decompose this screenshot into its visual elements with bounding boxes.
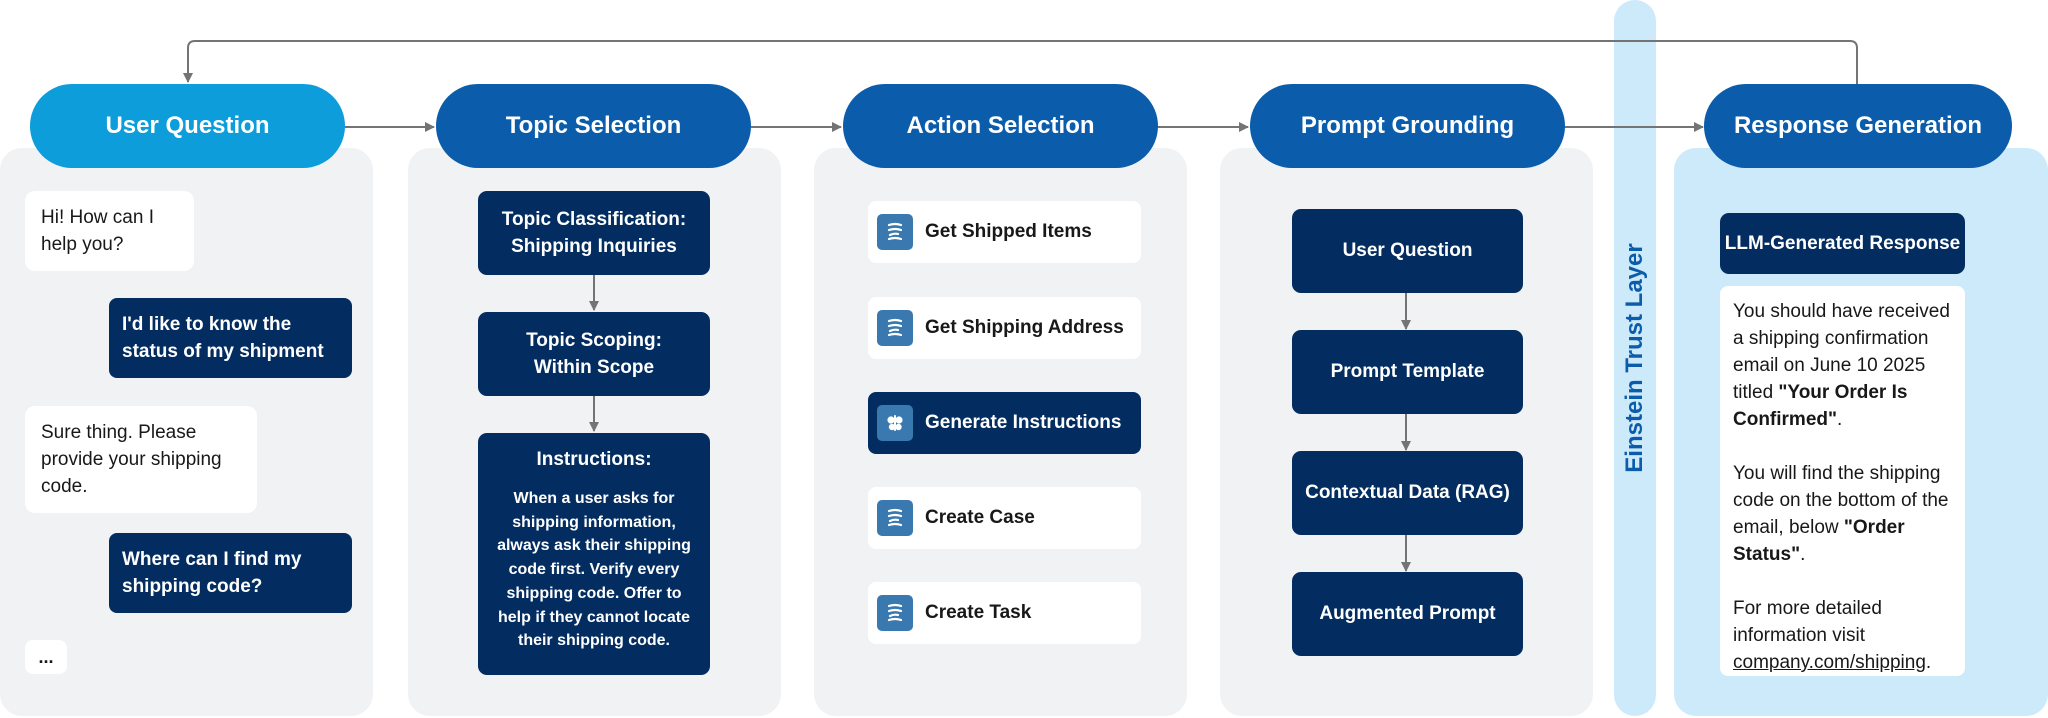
stage-user-question: User Question — [30, 84, 345, 168]
llm-response-header: LLM-Generated Response — [1720, 213, 1965, 274]
stage-action-selection: Action Selection — [843, 84, 1158, 168]
agent-request-bubble: Sure thing. Please provide your shipping… — [25, 406, 257, 513]
topic-classification-text: Topic Classification: Shipping Inquiries — [501, 209, 687, 257]
flow-icon — [877, 500, 913, 536]
loop-arrow — [183, 40, 1858, 84]
stage-topic-selection: Topic Selection — [436, 84, 751, 168]
grounding-prompt-template: Prompt Template — [1292, 330, 1523, 414]
grounding-contextual-data: Contextual Data (RAG) — [1292, 451, 1523, 535]
action-generate-instructions[interactable]: Generate Instructions — [868, 392, 1141, 454]
action-label: Get Shipped Items — [925, 221, 1092, 242]
prompt-icon — [877, 405, 913, 441]
stage-prompt-grounding: Prompt Grounding — [1250, 84, 1565, 168]
action-get-shipped-items[interactable]: Get Shipped Items — [868, 201, 1141, 263]
shipping-link[interactable]: company.com/shipping — [1733, 652, 1926, 673]
response-paragraph-3: For more detailed information visit comp… — [1733, 598, 1932, 673]
response-paragraph-2: You will find the shipping code on the b… — [1733, 463, 1949, 565]
action-label: Generate Instructions — [925, 412, 1122, 433]
response-paragraph-1: You should have received a shipping conf… — [1733, 301, 1950, 430]
stage-response-generation: Response Generation — [1704, 84, 2012, 168]
flow-icon — [877, 310, 913, 346]
einstein-trust-layer — [1614, 0, 1656, 716]
instructions-body: When a user asks for shipping informatio… — [497, 490, 691, 650]
instructions-title: Instructions: — [536, 449, 652, 470]
topic-classification-box: Topic Classification: Shipping Inquiries — [478, 191, 710, 275]
topic-scoping-text: Topic Scoping: Within Scope — [526, 330, 662, 378]
action-get-shipping-address[interactable]: Get Shipping Address — [868, 297, 1141, 359]
grounding-augmented-prompt: Augmented Prompt — [1292, 572, 1523, 656]
action-label: Get Shipping Address — [925, 317, 1124, 338]
flow-icon — [877, 214, 913, 250]
user-status-bubble: I'd like to know the status of my shipme… — [109, 298, 352, 378]
action-create-task[interactable]: Create Task — [868, 582, 1141, 644]
flow-icon — [877, 595, 913, 631]
topic-instructions-box: Instructions: When a user asks for shipp… — [478, 433, 710, 675]
action-label: Create Case — [925, 507, 1035, 528]
topic-scoping-box: Topic Scoping: Within Scope — [478, 312, 710, 396]
grounding-user-question: User Question — [1292, 209, 1523, 293]
agent-greeting-bubble: Hi! How can I help you? — [25, 191, 194, 271]
user-question-bubble: Where can I find my shipping code? — [109, 533, 352, 613]
action-create-case[interactable]: Create Case — [868, 487, 1141, 549]
typing-indicator: ... — [25, 640, 67, 674]
llm-response-body: You should have received a shipping conf… — [1720, 286, 1965, 676]
action-label: Create Task — [925, 602, 1032, 623]
